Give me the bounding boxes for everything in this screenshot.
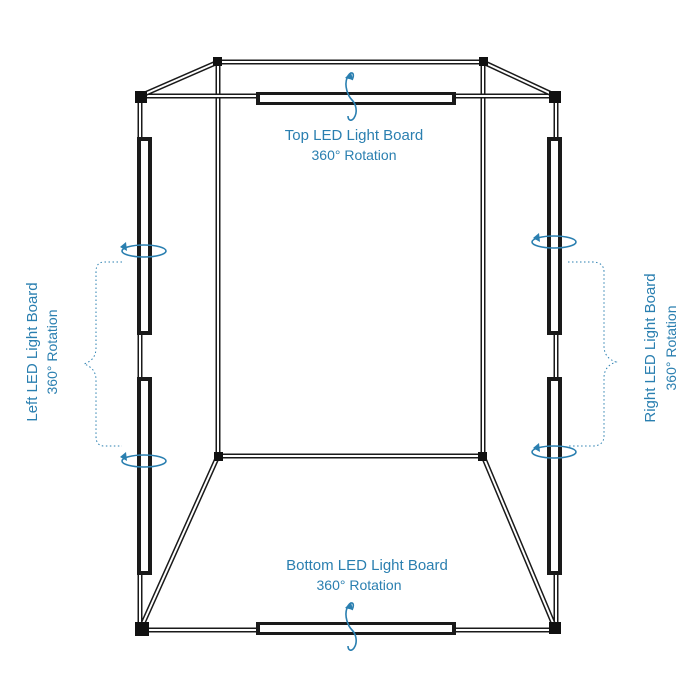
top-led-board bbox=[256, 92, 456, 105]
bottom-led-board bbox=[256, 622, 456, 635]
frame-back bbox=[215, 59, 486, 459]
left-label-rotation: 360° Rotation bbox=[44, 310, 60, 395]
right-brace bbox=[568, 261, 618, 447]
right-led-board-lower bbox=[547, 377, 562, 575]
right-label-title: Right LED Light Board bbox=[642, 273, 659, 422]
joint-front-bottom-left bbox=[135, 622, 149, 636]
top-label-rotation: 360° Rotation bbox=[312, 147, 397, 163]
frame-diagonals bbox=[136, 58, 560, 634]
joint-back-bottom-left bbox=[214, 452, 223, 461]
left-label-title: Left LED Light Board bbox=[24, 282, 41, 421]
joint-back-top-right bbox=[479, 57, 488, 66]
top-label-title: Top LED Light Board bbox=[285, 127, 423, 144]
bottom-label-title: Bottom LED Light Board bbox=[286, 557, 448, 574]
joint-front-bottom-right bbox=[549, 622, 561, 634]
corner-joints bbox=[135, 57, 561, 636]
joint-back-top-left bbox=[213, 57, 222, 66]
joint-front-top-right bbox=[549, 91, 561, 103]
joint-back-bottom-right bbox=[478, 452, 487, 461]
bottom-label-rotation: 360° Rotation bbox=[317, 577, 402, 593]
left-led-board-lower bbox=[137, 377, 152, 575]
rotation-arrow-icon bbox=[345, 72, 357, 651]
left-led-board-upper bbox=[137, 137, 152, 335]
frame-front bbox=[137, 93, 559, 633]
right-label-rotation: 360° Rotation bbox=[663, 306, 679, 391]
joint-front-top-left bbox=[135, 91, 147, 103]
left-brace bbox=[82, 261, 122, 447]
rotation-ellipse-icon bbox=[120, 233, 577, 468]
